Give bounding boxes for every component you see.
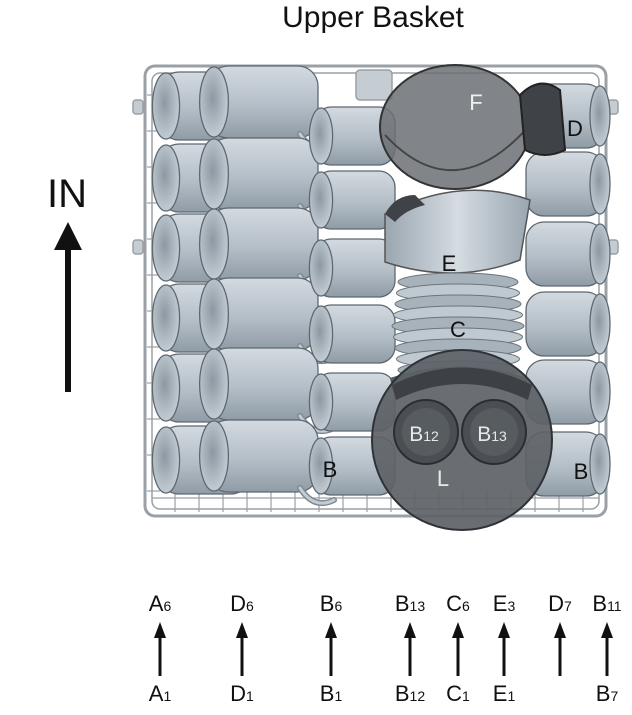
legend-top-label: C6 [446, 591, 470, 616]
left-cup-rows [151, 65, 337, 506]
legend-arrow-head [498, 622, 510, 638]
legend-bottom-label: D1 [230, 681, 254, 706]
legend-bottom-label: B1 [320, 681, 343, 706]
legend-top-label: B13 [395, 591, 425, 616]
label-b-right: B [574, 459, 589, 484]
legend-bottom-label: C1 [446, 681, 470, 706]
cup [308, 304, 396, 364]
legend-bottom-label: A1 [149, 681, 172, 706]
label-f: F [469, 90, 482, 115]
legend-top-label: D7 [548, 591, 572, 616]
cup [198, 419, 337, 506]
legend-arrow-head [154, 622, 166, 638]
rack-frame [132, 64, 619, 518]
right-cup [525, 291, 611, 357]
item-b13-cup [461, 399, 527, 465]
legend-arrow-head [236, 622, 248, 638]
legend-bottom-label: E1 [493, 681, 516, 706]
legend-bottom-label: B12 [395, 681, 425, 706]
item-b12-cup [393, 399, 459, 465]
right-cup [525, 221, 611, 287]
item-d-mug-dark [518, 82, 567, 156]
legend-arrow-head [404, 622, 416, 638]
legend-top-label: A6 [149, 591, 172, 616]
legend-arrow-head [325, 622, 337, 638]
cup [308, 170, 396, 230]
legend-arrow-head [601, 622, 613, 638]
label-e: E [442, 251, 457, 276]
legend-column: D7 [548, 591, 572, 676]
right-cup [525, 151, 611, 217]
legend-top-label: D6 [230, 591, 254, 616]
label-b-middle: B [323, 457, 338, 482]
item-e-cone [384, 189, 531, 274]
item-f-bowl [379, 64, 531, 190]
label-b13: B13 [477, 423, 507, 446]
legend-arrow-head [452, 622, 464, 638]
label-d: D [567, 116, 583, 141]
legend-top-label: B6 [320, 591, 343, 616]
legend-top-label: B11 [592, 591, 621, 616]
legend-top-label: E3 [493, 591, 516, 616]
in-direction-label: IN [47, 172, 87, 216]
label-c: C [450, 317, 466, 342]
legend-bottom-label: B7 [596, 681, 619, 706]
legend-arrow-head [554, 622, 566, 638]
in-direction-arrow [54, 222, 82, 392]
label-l: L [437, 466, 449, 491]
label-b12: B12 [409, 423, 439, 446]
cup [308, 238, 396, 298]
diagram-title: Upper Basket [282, 1, 464, 34]
